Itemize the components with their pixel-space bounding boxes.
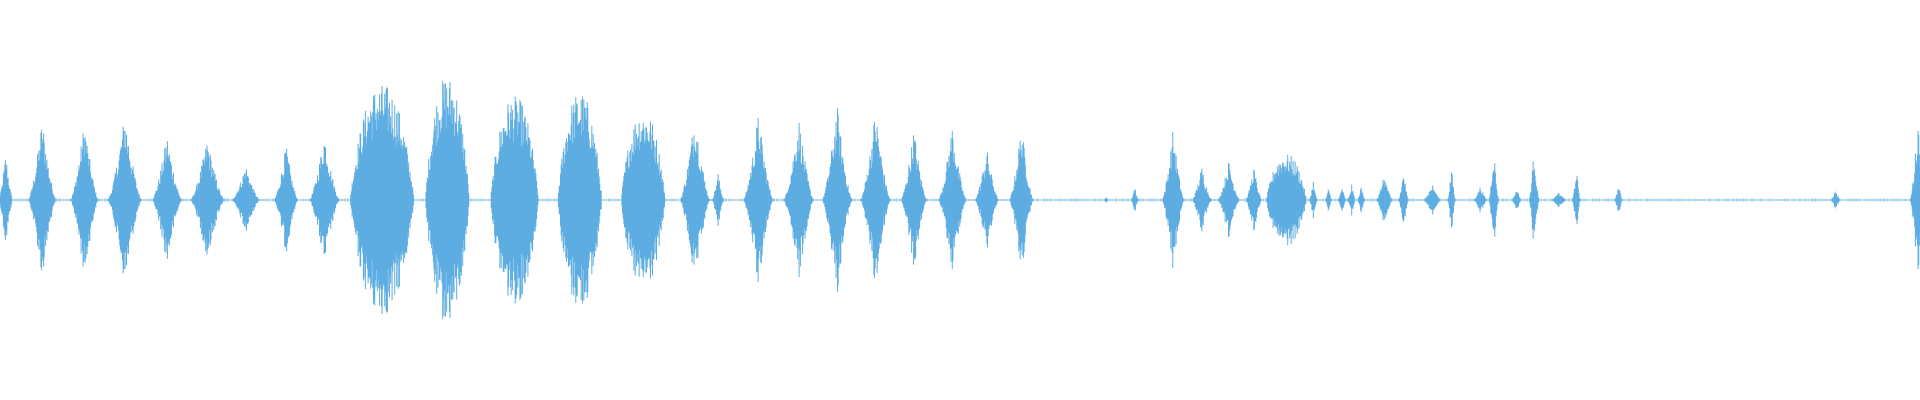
- waveform-burst: [860, 122, 891, 278]
- waveform-burst: [1511, 192, 1523, 208]
- waveform-burst: [1103, 197, 1109, 203]
- waveform-burst: [1422, 185, 1442, 215]
- waveform-burst: [1265, 154, 1307, 246]
- waveform-burst: [974, 152, 1000, 248]
- waveform-burst: [1830, 191, 1841, 209]
- waveform-burst: [309, 146, 340, 254]
- waveform-burst: [1488, 163, 1500, 237]
- waveform-burst: [557, 96, 603, 304]
- waveform-burst: [1245, 169, 1263, 231]
- waveform-burst: [1398, 178, 1409, 222]
- waveform-burst: [620, 121, 666, 279]
- waveform-burst: [1375, 180, 1393, 220]
- waveform-burst: [1447, 172, 1456, 228]
- waveform-burst: [349, 85, 415, 315]
- waveform-burst: [937, 131, 967, 269]
- waveform-burst: [1337, 189, 1347, 211]
- waveform-burst: [900, 135, 928, 265]
- waveform-burst: [151, 141, 183, 259]
- waveform-burst: [1909, 130, 1920, 270]
- waveform-burst: [742, 117, 774, 283]
- waveform-burst: [1008, 140, 1034, 260]
- waveform-burst: [490, 96, 540, 304]
- waveform-burst: [27, 129, 57, 271]
- waveform-burst: [1191, 168, 1213, 232]
- waveform-burst: [70, 133, 99, 267]
- waveform-burst: [1614, 189, 1624, 211]
- waveform-burst: [1347, 184, 1357, 216]
- waveform-burst: [821, 108, 853, 292]
- waveform-burst: [1550, 193, 1568, 207]
- waveform-burst: [1308, 182, 1318, 218]
- waveform-burst: [0, 160, 14, 240]
- waveform-burst: [711, 174, 725, 226]
- waveform-burst: [1217, 162, 1241, 238]
- waveform-burst: [107, 126, 143, 274]
- waveform-burst: [1161, 132, 1185, 268]
- waveform-burst: [1472, 187, 1488, 213]
- waveform-bursts: [0, 81, 1920, 319]
- waveform-burst: [231, 169, 261, 231]
- waveform-burst: [1325, 189, 1333, 211]
- waveform-burst: [273, 148, 299, 252]
- waveform-burst: [189, 145, 225, 255]
- waveform-burst: [783, 123, 815, 277]
- waveform-burst: [1356, 187, 1366, 213]
- waveform-burst: [679, 135, 711, 265]
- waveform-burst: [424, 81, 470, 319]
- waveform-burst: [1571, 175, 1581, 225]
- waveform-burst: [1130, 189, 1140, 211]
- waveform-burst: [1528, 161, 1540, 239]
